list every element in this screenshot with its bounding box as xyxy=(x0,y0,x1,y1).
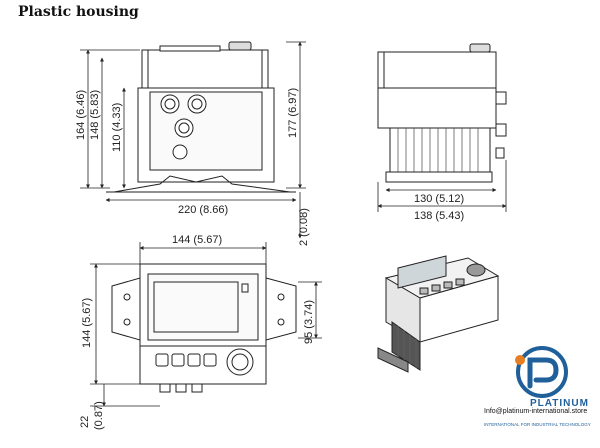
dim-2: 2 (0.08) xyxy=(298,208,310,246)
top-dimension-lines xyxy=(90,242,322,407)
dim-22: 22 xyxy=(79,416,91,428)
dim-144-height: 144 (5.67) xyxy=(81,298,93,348)
brand-tagline: INTERNATIONAL FOR INDUSTRIAL TECHNOLOGY xyxy=(484,422,591,427)
side-gland-icon xyxy=(495,91,507,159)
dim-95: 95 (3.74) xyxy=(303,300,315,344)
dim-110: 110 (4.33) xyxy=(111,103,123,152)
front-view xyxy=(106,41,296,193)
dim-144-width: 144 (5.67) xyxy=(172,234,222,246)
dim-130: 130 (5.12) xyxy=(414,193,464,205)
knob-icon xyxy=(469,43,491,53)
brand-name: PLATINUM xyxy=(530,398,589,409)
section-title: Plastic housing xyxy=(18,4,139,20)
navigator-knob-icon xyxy=(226,348,254,376)
front-dimension-lines xyxy=(80,41,306,239)
dim-177: 177 (6.97) xyxy=(287,88,299,138)
dim-164: 164 (6.46) xyxy=(75,90,87,140)
dim-148: 148 (5.83) xyxy=(89,90,101,140)
cable-gland-icon xyxy=(160,94,207,160)
dim-138: 138 (5.43) xyxy=(414,210,464,222)
iso-knob-icon xyxy=(466,263,486,277)
side-view xyxy=(377,43,507,183)
platinum-logo-icon xyxy=(515,346,568,398)
knob-icon xyxy=(228,41,252,51)
dim-087: (0.87) xyxy=(93,401,105,430)
iso-keys-icon xyxy=(419,278,465,295)
function-keys-icon xyxy=(155,353,217,367)
side-dimension-lines xyxy=(377,160,507,212)
cooling-fins xyxy=(397,128,479,172)
brand-email: Info@platinum-international.store xyxy=(484,408,588,415)
isometric-view xyxy=(377,255,500,373)
dim-220: 220 (8.66) xyxy=(178,204,228,216)
bottom-gland-icon xyxy=(159,383,203,393)
top-view xyxy=(111,263,297,393)
